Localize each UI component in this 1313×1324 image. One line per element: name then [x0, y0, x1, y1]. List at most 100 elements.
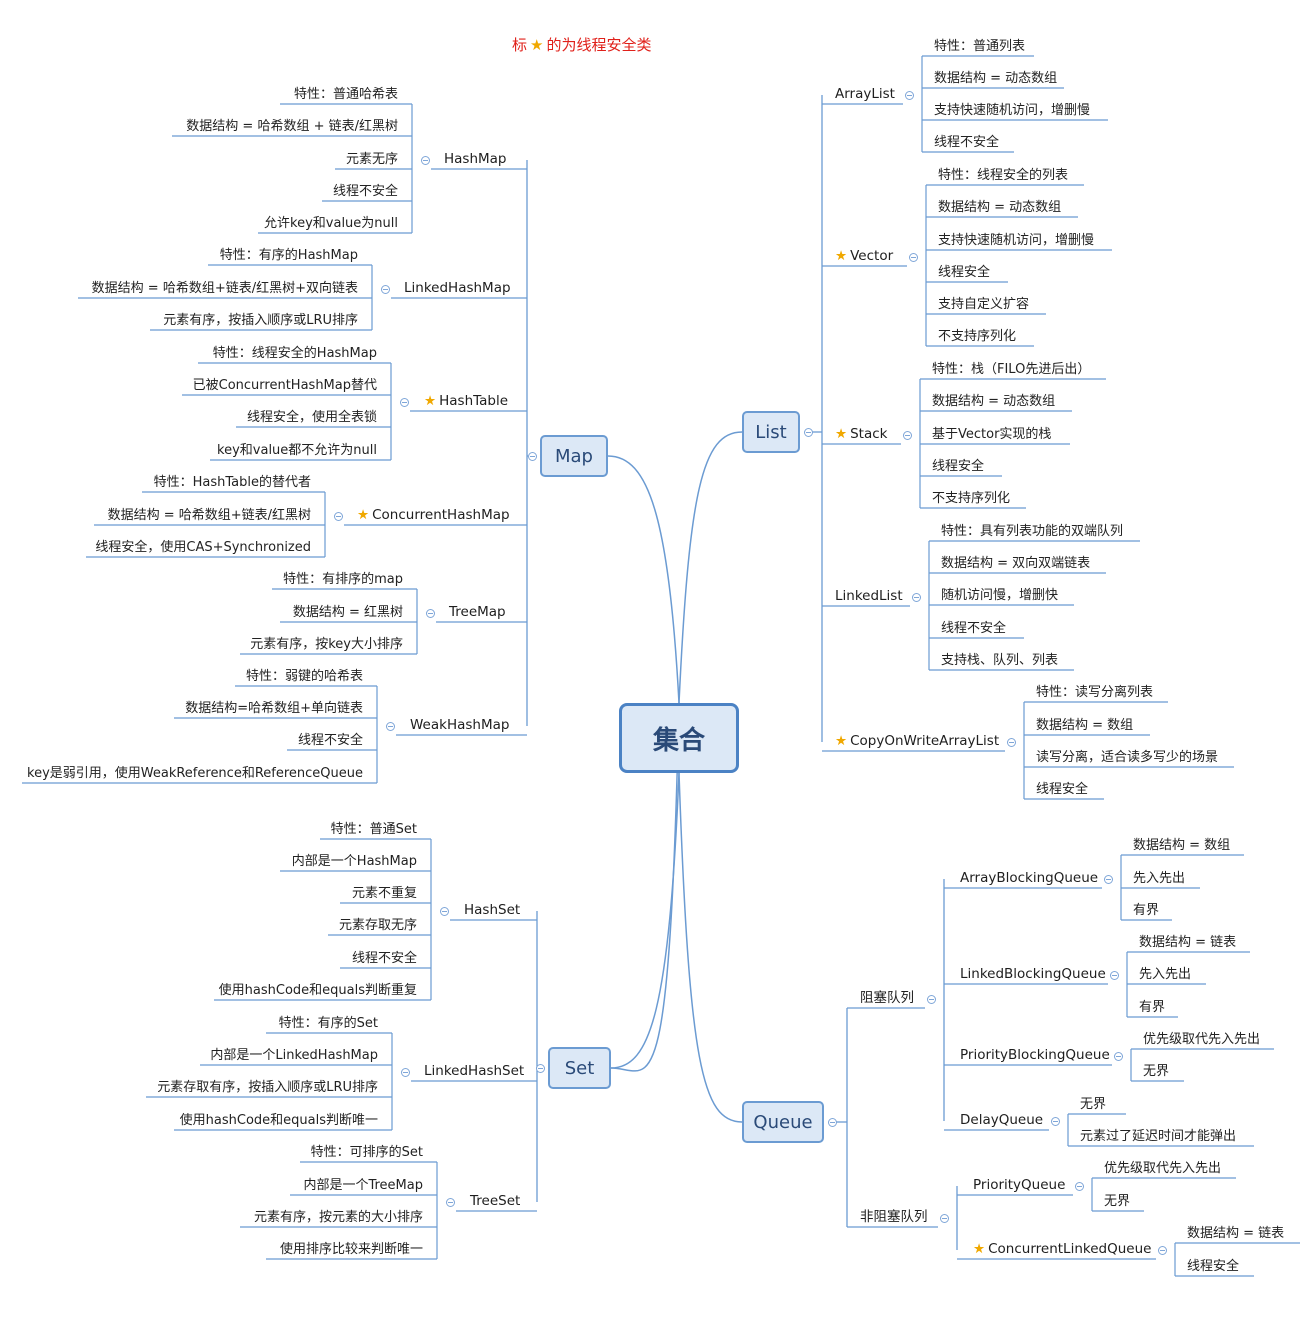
- branch-weakhashmap[interactable]: WeakHashMap: [410, 717, 510, 733]
- branch-hashmap[interactable]: HashMap: [444, 151, 507, 167]
- leaf-item: 线程安全，使用全表锁: [246, 410, 377, 425]
- collapse-toggle-icon[interactable]: [926, 994, 936, 1004]
- collapse-toggle-icon[interactable]: [827, 1117, 837, 1127]
- collapse-toggle-icon[interactable]: [1050, 1116, 1060, 1126]
- star-icon: ★: [530, 36, 544, 54]
- collapse-toggle-icon[interactable]: [535, 1063, 545, 1073]
- subgroup-label[interactable]: 非阻塞队列: [860, 1209, 928, 1225]
- collapse-toggle-icon[interactable]: [902, 430, 912, 440]
- branch-label-text: ConcurrentLinkedQueue: [988, 1241, 1152, 1257]
- leaf-item: 线程安全，使用CAS+Synchronized: [95, 540, 311, 555]
- branch-label-text: HashTable: [439, 393, 509, 409]
- collapse-toggle-icon[interactable]: [1109, 970, 1119, 980]
- collapse-toggle-icon[interactable]: [445, 1197, 455, 1207]
- leaf-item: 无界: [1080, 1097, 1107, 1112]
- root-label: 集合: [652, 725, 705, 756]
- leaf-item: 数据结构 = 链表: [1187, 1226, 1285, 1241]
- leaf-item: 线程安全: [1036, 782, 1089, 797]
- leaf-item: 特性：普通列表: [934, 39, 1026, 54]
- leaf-item: 元素过了延迟时间才能弹出: [1080, 1129, 1237, 1144]
- leaf-item: 特性：线程安全的列表: [938, 168, 1069, 183]
- leaf-item: key是弱引用，使用WeakReference和ReferenceQueue: [27, 766, 363, 781]
- leaf-item: 特性：读写分离列表: [1036, 685, 1154, 700]
- leaf-item: 元素存取有序，按插入顺序或LRU排序: [157, 1080, 378, 1095]
- group-node-map[interactable]: Map: [540, 435, 608, 477]
- leaf-item: 数据结构 = 链表: [1139, 935, 1237, 950]
- star-icon: ★: [835, 248, 848, 264]
- leaf-item: 特性：可排序的Set: [310, 1145, 423, 1160]
- leaf-item: 特性：有排序的map: [283, 572, 403, 587]
- branch-treemap[interactable]: TreeMap: [449, 604, 506, 620]
- leaf-item: 线程安全: [932, 459, 985, 474]
- collapse-toggle-icon[interactable]: [425, 608, 435, 618]
- star-icon: ★: [835, 426, 848, 442]
- group-label: Set: [564, 1057, 595, 1079]
- branch-linkedhashmap[interactable]: LinkedHashMap: [404, 280, 511, 296]
- branch-priorityqueue[interactable]: PriorityQueue: [973, 1177, 1066, 1193]
- collapse-toggle-icon[interactable]: [904, 90, 914, 100]
- branch-linkedblockingqueue[interactable]: LinkedBlockingQueue: [960, 966, 1106, 982]
- leaf-item: 特性：普通哈希表: [293, 87, 398, 102]
- leaf-item: 特性：普通Set: [330, 822, 417, 837]
- branch-delayqueue[interactable]: DelayQueue: [960, 1112, 1044, 1128]
- subgroup-label[interactable]: 阻塞队列: [860, 990, 914, 1006]
- collapse-toggle-icon[interactable]: [911, 592, 921, 602]
- branch-stack[interactable]: ★Stack: [835, 426, 888, 443]
- leaf-item: 元素存取无序: [338, 918, 417, 933]
- branch-label-text: Stack: [850, 426, 888, 442]
- leaf-item: 使用排序比较来判断唯一: [279, 1242, 423, 1257]
- leaf-item: 有界: [1139, 1000, 1166, 1015]
- leaf-item: 优先级取代先入先出: [1104, 1161, 1222, 1176]
- group-node-queue[interactable]: Queue: [742, 1101, 824, 1143]
- collapse-toggle-icon[interactable]: [1157, 1245, 1167, 1255]
- root-node[interactable]: 集合: [619, 703, 739, 773]
- branch-treeset[interactable]: TreeSet: [470, 1193, 521, 1209]
- collapse-toggle-icon[interactable]: [1006, 737, 1016, 747]
- branch-priorityblockingqueue[interactable]: PriorityBlockingQueue: [960, 1047, 1110, 1063]
- group-label: List: [755, 421, 787, 443]
- group-node-set[interactable]: Set: [548, 1047, 611, 1089]
- collapse-toggle-icon[interactable]: [527, 451, 537, 461]
- leaf-item: 先入先出: [1139, 967, 1192, 982]
- star-icon: ★: [424, 393, 437, 409]
- branch-arrayblockingqueue[interactable]: ArrayBlockingQueue: [960, 870, 1099, 886]
- collapse-toggle-icon[interactable]: [439, 906, 449, 916]
- branch-vector[interactable]: ★Vector: [835, 248, 893, 265]
- leaf-item: 先入先出: [1133, 871, 1186, 886]
- branch-hashset[interactable]: HashSet: [464, 902, 521, 918]
- collapse-toggle-icon[interactable]: [803, 427, 813, 437]
- collapse-toggle-icon[interactable]: [1113, 1051, 1123, 1061]
- collapse-toggle-icon[interactable]: [400, 1067, 410, 1077]
- leaf-item: 内部是一个LinkedHashMap: [210, 1048, 378, 1063]
- collapse-toggle-icon[interactable]: [399, 397, 409, 407]
- leaf-item: 使用hashCode和equals判断唯一: [179, 1113, 378, 1128]
- leaf-item: 不支持序列化: [938, 329, 1017, 344]
- collapse-toggle-icon[interactable]: [380, 284, 390, 294]
- collapse-toggle-icon[interactable]: [1103, 874, 1113, 884]
- branch-arraylist[interactable]: ArrayList: [835, 86, 895, 102]
- leaf-item: 内部是一个HashMap: [291, 854, 417, 869]
- branch-linkedlist[interactable]: LinkedList: [835, 588, 903, 604]
- branch-copyonwritearraylist[interactable]: ★CopyOnWriteArrayList: [835, 733, 999, 750]
- leaf-item: 支持快速随机访问，增删慢: [934, 103, 1091, 118]
- branch-linkedhashset[interactable]: LinkedHashSet: [424, 1063, 525, 1079]
- collapse-toggle-icon[interactable]: [908, 252, 918, 262]
- collapse-toggle-icon[interactable]: [420, 155, 430, 165]
- branch-hashtable[interactable]: ★HashTable: [424, 393, 508, 410]
- branch-concurrenthashmap[interactable]: ★ConcurrentHashMap: [357, 507, 510, 524]
- leaf-item: 支持栈、队列、列表: [941, 653, 1059, 668]
- leaf-item: 特性：HashTable的替代者: [153, 475, 311, 490]
- collapse-toggle-icon[interactable]: [385, 721, 395, 731]
- legend-note: 标★的为线程安全类: [512, 34, 651, 55]
- leaf-item: 元素不重复: [351, 886, 417, 901]
- group-node-list[interactable]: List: [742, 411, 800, 453]
- collapse-toggle-icon[interactable]: [1074, 1181, 1084, 1191]
- collapse-toggle-icon[interactable]: [939, 1213, 949, 1223]
- collapse-toggle-icon[interactable]: [333, 511, 343, 521]
- leaf-item: 特性：栈（FILO先进后出）: [932, 362, 1091, 377]
- leaf-item: 线程不安全: [934, 135, 1000, 150]
- branch-concurrentlinkedqueue[interactable]: ★ConcurrentLinkedQueue: [973, 1241, 1151, 1258]
- root-connector-map: [607, 455, 680, 704]
